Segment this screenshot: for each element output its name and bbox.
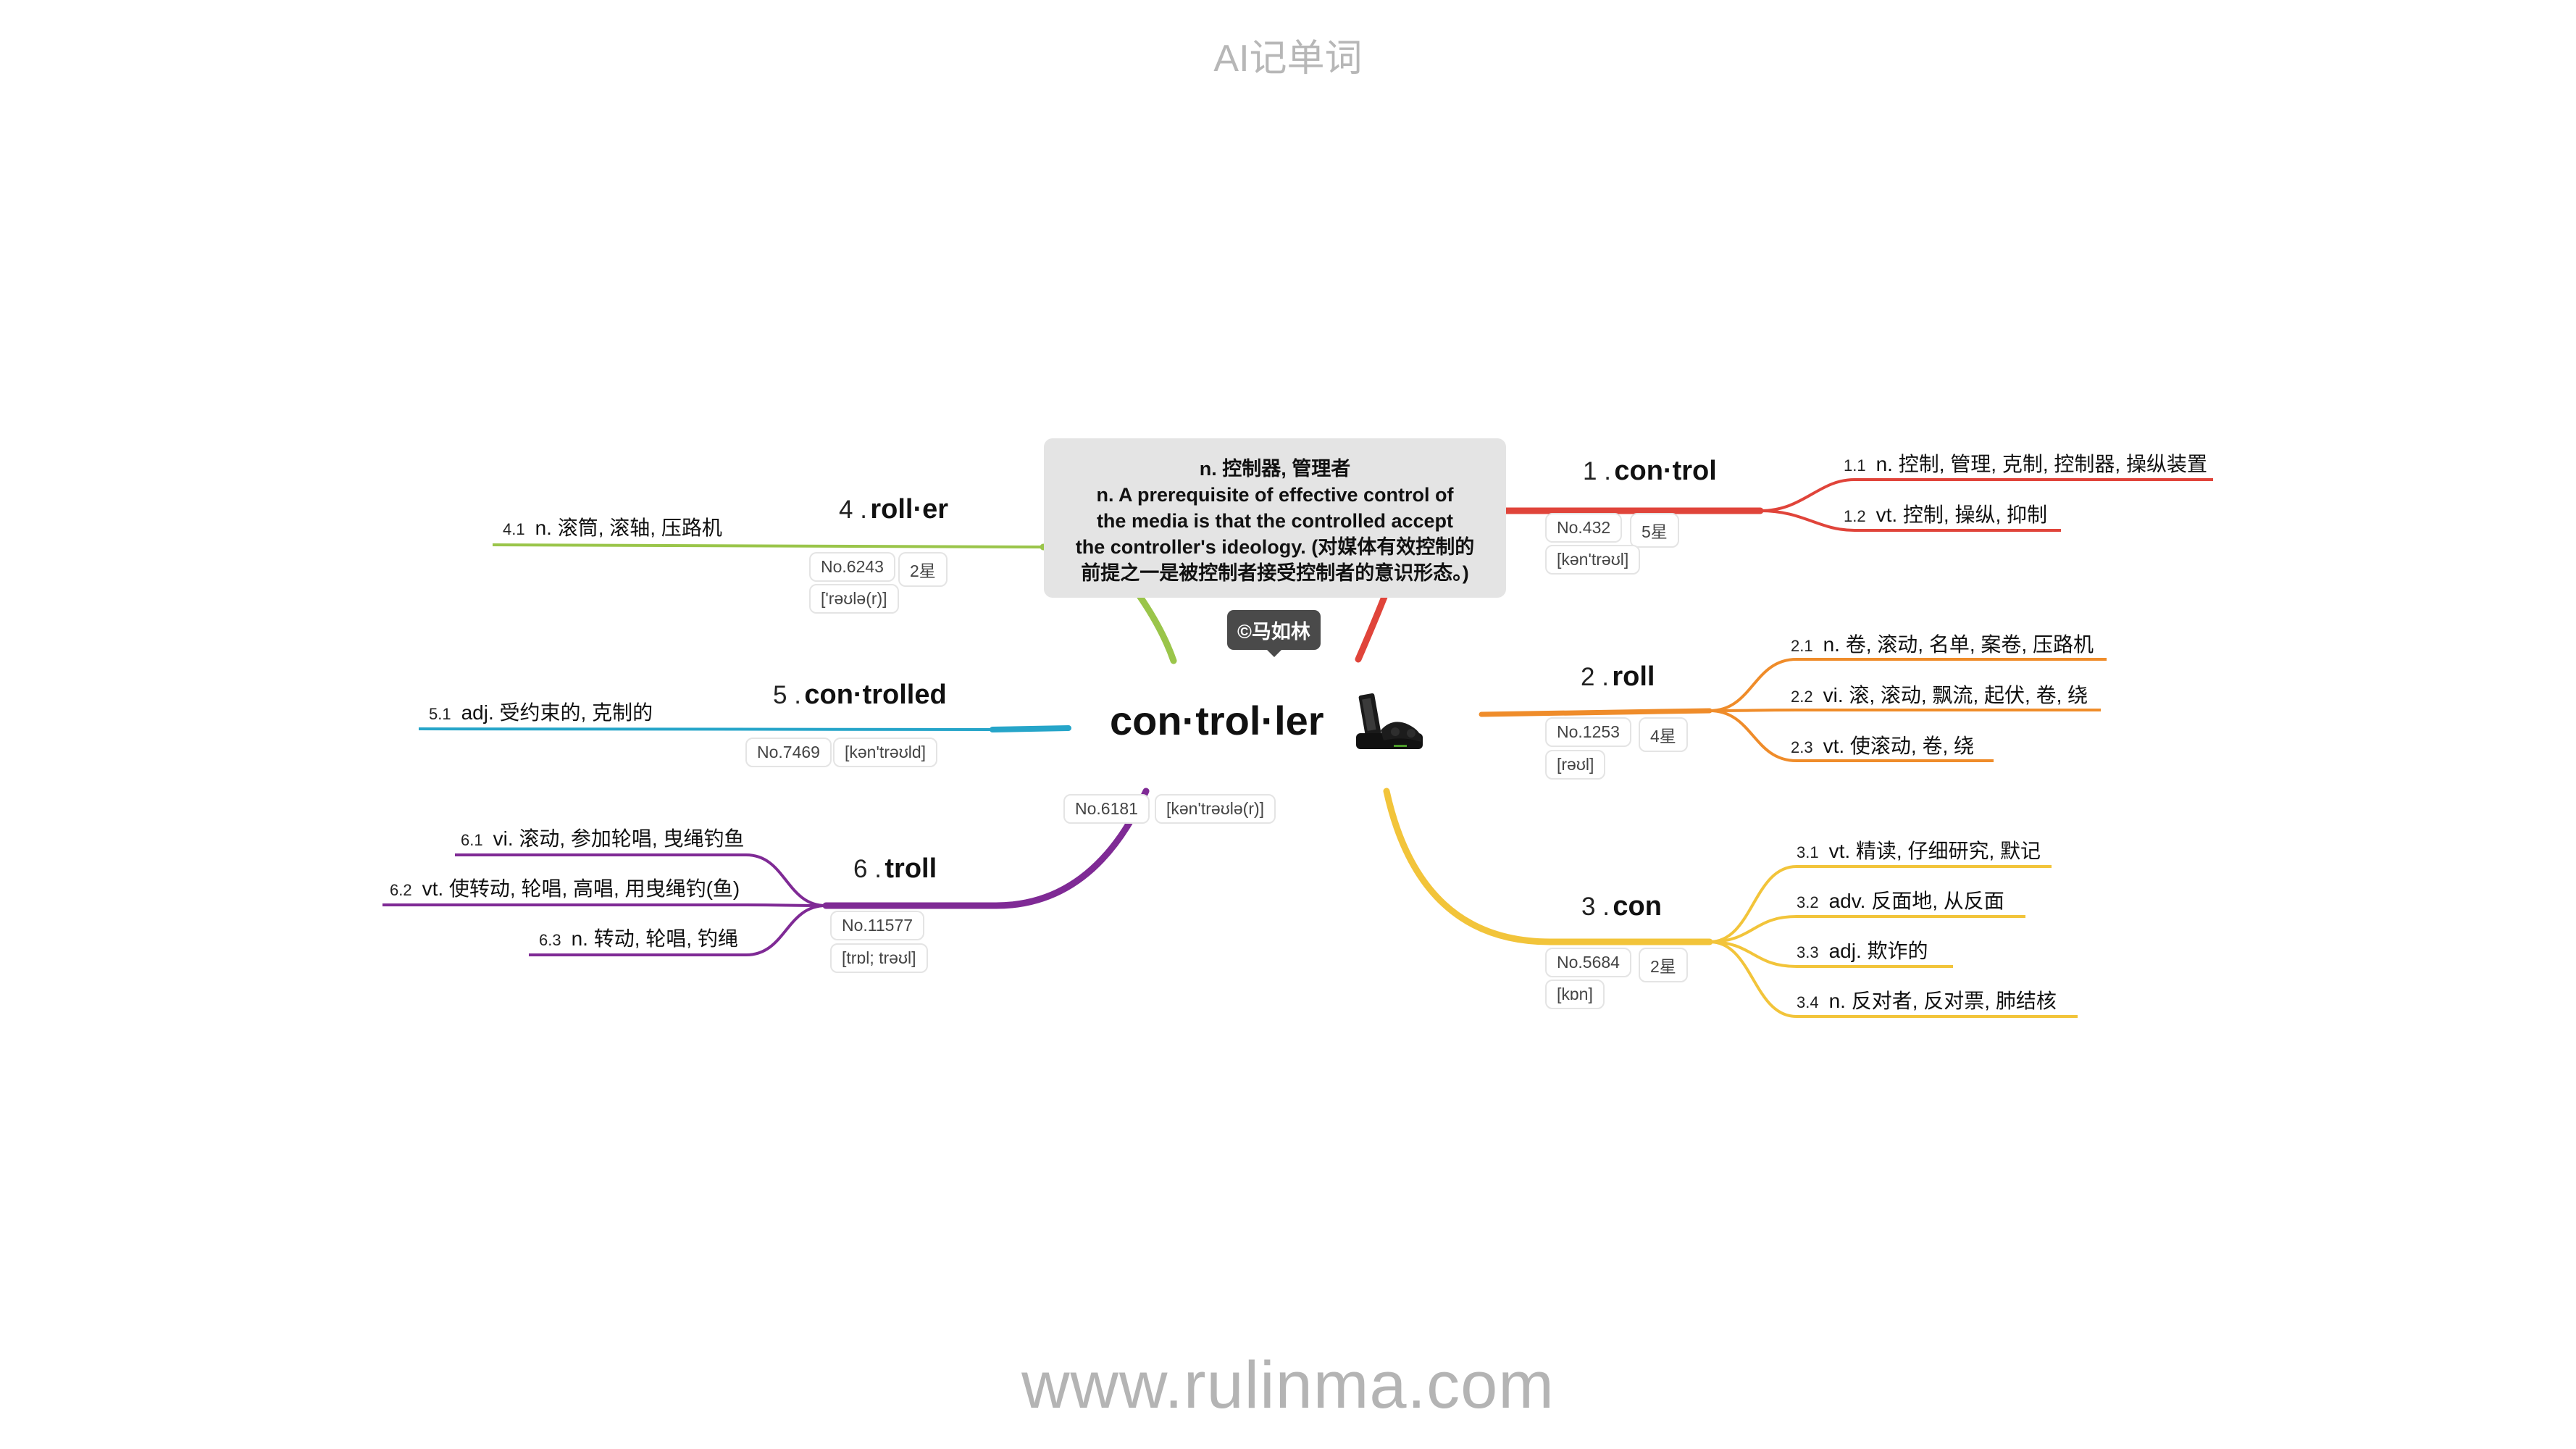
definition-line: the controller's ideology. (对媒体有效控制的	[1075, 536, 1475, 558]
leaf-text: vt. 使转动, 轮唱, 高唱, 用曳绳钓(鱼)	[422, 877, 740, 900]
leaf-text: vt. 精读, 仔细研究, 默记	[1828, 840, 2041, 862]
game-controller-icon	[1356, 693, 1423, 749]
phonetic-badge: [rəʊl]	[1545, 750, 1606, 780]
phonetic-badge: [kən'trəʊl]	[1545, 545, 1641, 575]
branch-roll[interactable]: 2 . roll	[1581, 661, 1655, 693]
branch-number: 5 .	[773, 681, 801, 709]
meaning-leaf: 4.1 n. 滚筒, 滚轴, 压路机	[503, 512, 722, 541]
branch-number: 1 .	[1583, 457, 1611, 485]
leaf-text: n. 反对者, 反对票, 肺结核	[1828, 990, 2057, 1012]
leaf-text: vt. 使滚动, 卷, 绕	[1823, 735, 1975, 757]
branch-number: 3 .	[1581, 893, 1610, 921]
meaning-leaf: 6.3 n. 转动, 轮唱, 钓绳	[539, 923, 738, 952]
star-rating-badge: 2星	[898, 552, 948, 587]
star-rating-badge: 4星	[1639, 717, 1688, 752]
credit-pointer	[1265, 648, 1284, 657]
leaf-number: 3.4	[1797, 993, 1819, 1011]
word-number-badge: No.432	[1545, 513, 1623, 543]
leaf-number: 2.3	[1791, 738, 1813, 756]
meaning-leaf: 3.1 vt. 精读, 仔细研究, 默记	[1797, 835, 2041, 864]
branch-con[interactable]: 3 . con	[1581, 891, 1662, 922]
meaning-leaf: 3.3 adj. 欺诈的	[1797, 935, 1928, 964]
leaf-number: 1.1	[1844, 456, 1866, 475]
branch-word: troll	[885, 853, 937, 884]
branch-word: roll	[1612, 661, 1655, 692]
branch-control[interactable]: 1 . con·trol	[1583, 456, 1717, 487]
meaning-leaf: 1.1 n. 控制, 管理, 克制, 控制器, 操纵装置	[1844, 448, 2207, 477]
branch-roller[interactable]: 4 . roll·er	[839, 494, 948, 525]
phonetic-badge: [kən'trəʊlə(r)]	[1155, 794, 1276, 824]
leaf-text: n. 控制, 管理, 克制, 控制器, 操纵装置	[1875, 453, 2207, 475]
phonetic-badge: [kɒn]	[1545, 980, 1605, 1009]
meaning-leaf: 2.1 n. 卷, 滚动, 名单, 案卷, 压路机	[1791, 629, 2094, 658]
word-number-badge: No.6181	[1063, 794, 1150, 824]
leaf-text: n. 卷, 滚动, 名单, 案卷, 压路机	[1823, 633, 2094, 656]
leaf-number: 6.3	[539, 931, 561, 949]
leaf-number: 5.1	[429, 705, 451, 723]
branch-troll[interactable]: 6 . troll	[853, 853, 937, 885]
definition-line: the media is that the controlled accept	[1096, 510, 1454, 532]
leaf-number: 6.2	[390, 881, 412, 899]
leaf-number: 2.1	[1791, 637, 1813, 655]
leaf-text: n. 转动, 轮唱, 钓绳	[571, 927, 738, 950]
leaf-text: vi. 滚, 滚动, 飘流, 起伏, 卷, 绕	[1823, 684, 2088, 706]
leaf-text: adj. 受约束的, 克制的	[461, 701, 653, 724]
central-word[interactable]: con·trol·ler	[1110, 698, 1324, 743]
branch-controlled[interactable]: 5 . con·trolled	[773, 680, 947, 711]
branch-word: con·trol	[1614, 456, 1717, 486]
meaning-leaf: 2.2 vi. 滚, 滚动, 飘流, 起伏, 卷, 绕	[1791, 680, 2088, 709]
app-title: AI记单词	[1213, 38, 1363, 80]
leaf-text: adj. 欺诈的	[1828, 940, 1928, 962]
word-number-badge: No.5684	[1545, 948, 1631, 977]
leaf-number: 3.3	[1797, 943, 1819, 961]
star-rating-badge: 2星	[1639, 948, 1688, 982]
definition-line: 前提之一是被控制者接受控制者的意识形态。)	[1081, 562, 1469, 584]
leaf-text: vi. 滚动, 参加轮唱, 曳绳钓鱼	[493, 827, 745, 850]
word-number-badge: No.7469	[745, 738, 832, 767]
branch-word: con·trolled	[804, 680, 947, 710]
meaning-leaf: 6.2 vt. 使转动, 轮唱, 高唱, 用曳绳钓(鱼)	[390, 873, 740, 902]
leaf-number: 6.1	[461, 831, 483, 849]
leaf-text: vt. 控制, 操纵, 抑制	[1875, 504, 2048, 526]
leaf-number: 3.2	[1797, 893, 1819, 911]
meaning-leaf: 1.2 vt. 控制, 操纵, 抑制	[1844, 499, 2047, 528]
meaning-leaf: 2.3 vt. 使滚动, 卷, 绕	[1791, 730, 1974, 759]
meaning-leaf: 5.1 adj. 受约束的, 克制的	[429, 697, 653, 726]
leaf-text: adv. 反面地, 从反面	[1828, 890, 2004, 912]
definition-callout: n. 控制器, 管理者 n. A prerequisite of effecti…	[1044, 438, 1506, 598]
phonetic-badge: [kən'trəʊld]	[833, 738, 938, 767]
branch-word: roll·er	[870, 494, 949, 525]
branch-number: 2 .	[1581, 663, 1609, 691]
branch-word: con	[1613, 891, 1662, 922]
leaf-number: 1.2	[1844, 507, 1866, 525]
definition-line: n. A prerequisite of effective control o…	[1096, 484, 1454, 506]
footer-url[interactable]: www.rulinma.com	[1021, 1348, 1555, 1422]
definition-line: n. 控制器, 管理者	[1199, 458, 1351, 480]
credit-label: ©马如林	[1227, 610, 1321, 650]
meaning-leaf: 3.4 n. 反对者, 反对票, 肺结核	[1797, 985, 2057, 1014]
word-number-badge: No.6243	[809, 552, 895, 582]
branch-number: 4 .	[839, 496, 867, 524]
phonetic-badge: [trɒl; trəʊl]	[830, 943, 928, 973]
branch-number: 6 .	[853, 855, 882, 883]
phonetic-badge: ['rəʊlə(r)]	[809, 584, 899, 614]
leaf-text: n. 滚筒, 滚轴, 压路机	[535, 517, 722, 539]
meaning-leaf: 3.2 adv. 反面地, 从反面	[1797, 885, 2004, 914]
leaf-number: 4.1	[503, 520, 525, 538]
star-rating-badge: 5星	[1630, 513, 1679, 548]
meaning-leaf: 6.1 vi. 滚动, 参加轮唱, 曳绳钓鱼	[461, 823, 745, 852]
leaf-number: 3.1	[1797, 843, 1819, 861]
leaf-number: 2.2	[1791, 688, 1813, 706]
word-number-badge: No.11577	[830, 911, 925, 940]
word-number-badge: No.1253	[1545, 717, 1631, 747]
